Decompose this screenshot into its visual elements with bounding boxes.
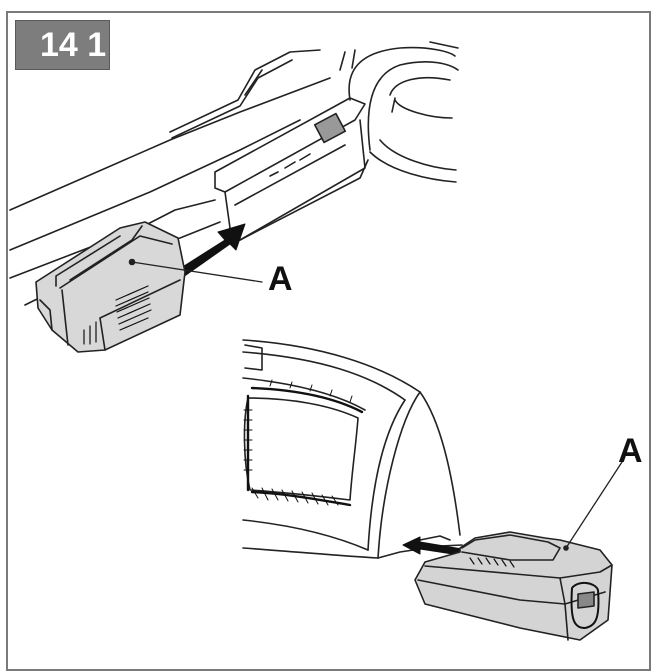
figure-number-badge: 14 1 (15, 20, 110, 70)
charger-drawing (242, 339, 463, 559)
battery-pack-top-drawing (35, 221, 186, 353)
tool-handle-drawing (9, 41, 459, 306)
battery-pack-bottom-drawing (414, 531, 613, 641)
callout-leader-top (131, 261, 263, 283)
callout-leader-bottom (565, 461, 623, 549)
figure-illustration (9, 41, 623, 641)
callout-label-a-bottom: A (618, 432, 643, 470)
callout-label-a-top: A (268, 260, 293, 298)
